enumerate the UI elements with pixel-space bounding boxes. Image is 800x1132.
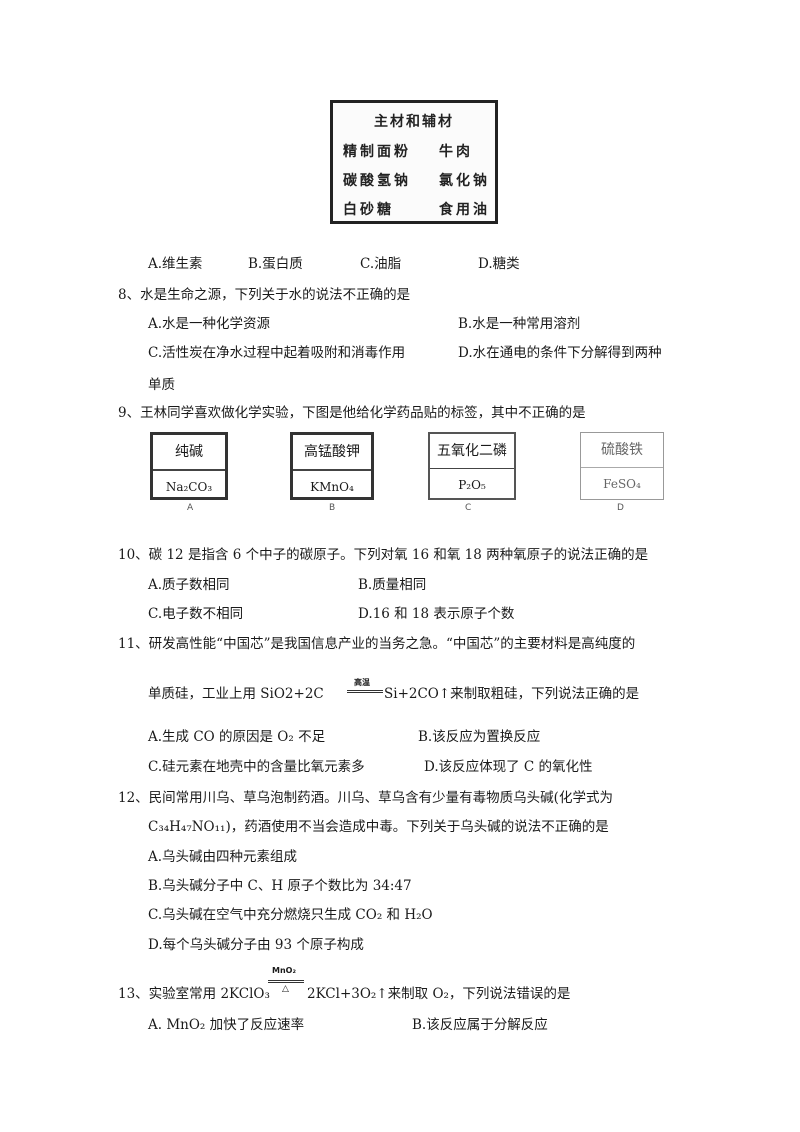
q7-option-d: D.糖类 xyxy=(478,256,520,272)
q11-option-d: D.该反应体现了 C 的氧化性 xyxy=(424,759,593,775)
q11-eq-pre: 单质硅，工业上用 SiO2+2C xyxy=(148,686,324,702)
q13-eq-bar xyxy=(268,982,304,983)
q7-option-c: C.油脂 xyxy=(360,256,402,272)
reagent-formula: P₂O₅ xyxy=(458,478,486,492)
q11-option-c: C.硅元素在地壳中的含量比氧元素多 xyxy=(148,759,365,775)
ingredient-item: 牛肉 xyxy=(439,144,473,160)
q12-option-a: A.乌头碱由四种元素组成 xyxy=(148,849,298,865)
ingredient-item: 白砂糖 xyxy=(343,202,394,218)
label-letter-b: B xyxy=(329,503,336,513)
reagent-formula: KMnO₄ xyxy=(310,480,354,494)
ingredient-item: 氯化钠 xyxy=(439,173,490,189)
q10-stem: 10、碳 12 是指含 6 个中子的碳原子。下列对氧 16 和氧 18 两种氧原… xyxy=(118,547,649,563)
q12-option-d: D.每个乌头碱分子由 93 个原子构成 xyxy=(148,937,364,953)
reagent-label-b: 高锰酸钾 KMnO₄ xyxy=(290,432,374,500)
q8-option-d: D.水在通电的条件下分解得到两种 xyxy=(458,345,662,361)
reagent-name: 硫酸铁 xyxy=(581,433,663,468)
reagent-name: 高锰酸钾 xyxy=(293,435,371,471)
ingredient-item: 食用油 xyxy=(439,202,490,218)
q13-stem-pre: 13、实验室常用 2KClO₃ xyxy=(118,986,270,1002)
q10-option-d: D.16 和 18 表示原子个数 xyxy=(358,606,515,622)
q10-option-a: A.质子数相同 xyxy=(148,577,230,593)
label-letter-d: D xyxy=(617,503,624,513)
q13-option-b: B.该反应属于分解反应 xyxy=(412,1017,548,1033)
reagent-label-c: 五氧化二磷 P₂O₅ xyxy=(428,432,516,500)
q12-stem-line2: C₃₄H₄₇NO₁₁)，药酒使用不当会造成中毒。下列关于乌头碱的说法不正确的是 xyxy=(148,819,609,835)
q8-option-a: A.水是一种化学资源 xyxy=(148,316,271,332)
q13-eq-bar xyxy=(268,980,304,981)
ingredients-box: 主材和辅材 精制面粉 牛肉 碳酸氢钠 氯化钠 白砂糖 食用油 xyxy=(330,100,498,224)
q7-option-a: A.维生素 xyxy=(148,256,203,272)
label-letter-a: A xyxy=(187,503,194,513)
q11-eq-post: Si+2CO↑来制取粗硅，下列说法正确的是 xyxy=(384,686,640,702)
q7-option-b: B.蛋白质 xyxy=(248,256,303,272)
q11-option-a: A.生成 CO 的原因是 O₂ 不足 xyxy=(148,729,326,745)
q8-stem: 8、水是生命之源，下列关于水的说法不正确的是 xyxy=(118,287,411,303)
reagent-formula: FeSO₄ xyxy=(603,477,641,491)
reagent-label-a: 纯碱 Na₂CO₃ xyxy=(150,432,228,500)
q13-option-a: A. MnO₂ 加快了反应速率 xyxy=(148,1017,305,1033)
q12-option-c: C.乌头碱在空气中充分燃烧只生成 CO₂ 和 H₂O xyxy=(148,907,433,923)
ingredient-item: 精制面粉 xyxy=(343,144,411,160)
q11-eq-bar xyxy=(347,692,383,693)
q11-stem: 11、研发高性能“中国芯”是我国信息产业的当务之急。“中国芯”的主要材料是高纯度… xyxy=(118,636,636,652)
label-letter-c: C xyxy=(465,503,472,513)
q13-stem-post: 2KCl+3O₂↑来制取 O₂，下列说法错误的是 xyxy=(307,986,571,1002)
q10-option-c: C.电子数不相同 xyxy=(148,606,244,622)
q8-option-b: B.水是一种常用溶剂 xyxy=(458,316,581,332)
ingredient-item: 碳酸氢钠 xyxy=(343,173,411,189)
reagent-name: 五氧化二磷 xyxy=(430,434,514,469)
reagent-formula: Na₂CO₃ xyxy=(165,480,213,494)
q13-eq-catalyst: MnO₂ xyxy=(272,966,296,975)
q11-eq-condition: 高温 xyxy=(354,678,370,687)
q12-option-b: B.乌头碱分子中 C、H 原子个数比为 34:47 xyxy=(148,878,412,894)
reagent-name: 纯碱 xyxy=(153,435,225,471)
q11-eq-bar xyxy=(347,690,383,691)
q11-option-b: B.该反应为置换反应 xyxy=(418,729,541,745)
ingredients-title: 主材和辅材 xyxy=(374,114,454,130)
q8-option-c: C.活性炭在净水过程中起着吸附和消毒作用 xyxy=(148,345,406,361)
q10-option-b: B.质量相同 xyxy=(358,577,427,593)
q12-stem: 12、民间常用川乌、草乌泡制药酒。川乌、草乌含有少量有毒物质乌头碱(化学式为 xyxy=(118,790,613,806)
q13-eq-heat: △ xyxy=(282,984,289,994)
reagent-label-d: 硫酸铁 FeSO₄ xyxy=(580,432,664,500)
q9-stem: 9、王林同学喜欢做化学实验，下图是他给化学药品贴的标签，其中不正确的是 xyxy=(118,405,586,421)
q8-option-d-cont: 单质 xyxy=(148,377,175,393)
